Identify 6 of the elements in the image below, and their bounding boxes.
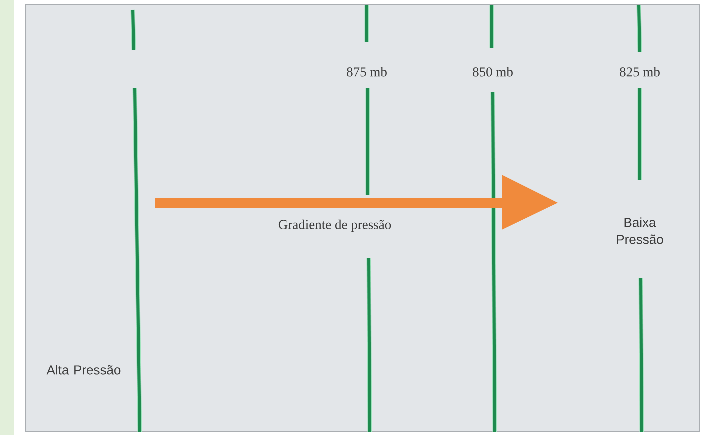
label: Baixa Pressão [617, 218, 664, 244]
label: 875 mb [347, 67, 387, 77]
label: 850 mb [473, 67, 513, 77]
label: Alta Pressão [46, 365, 121, 375]
label: Gradiente de pressão [278, 220, 392, 232]
label: 825 mb [620, 67, 660, 77]
